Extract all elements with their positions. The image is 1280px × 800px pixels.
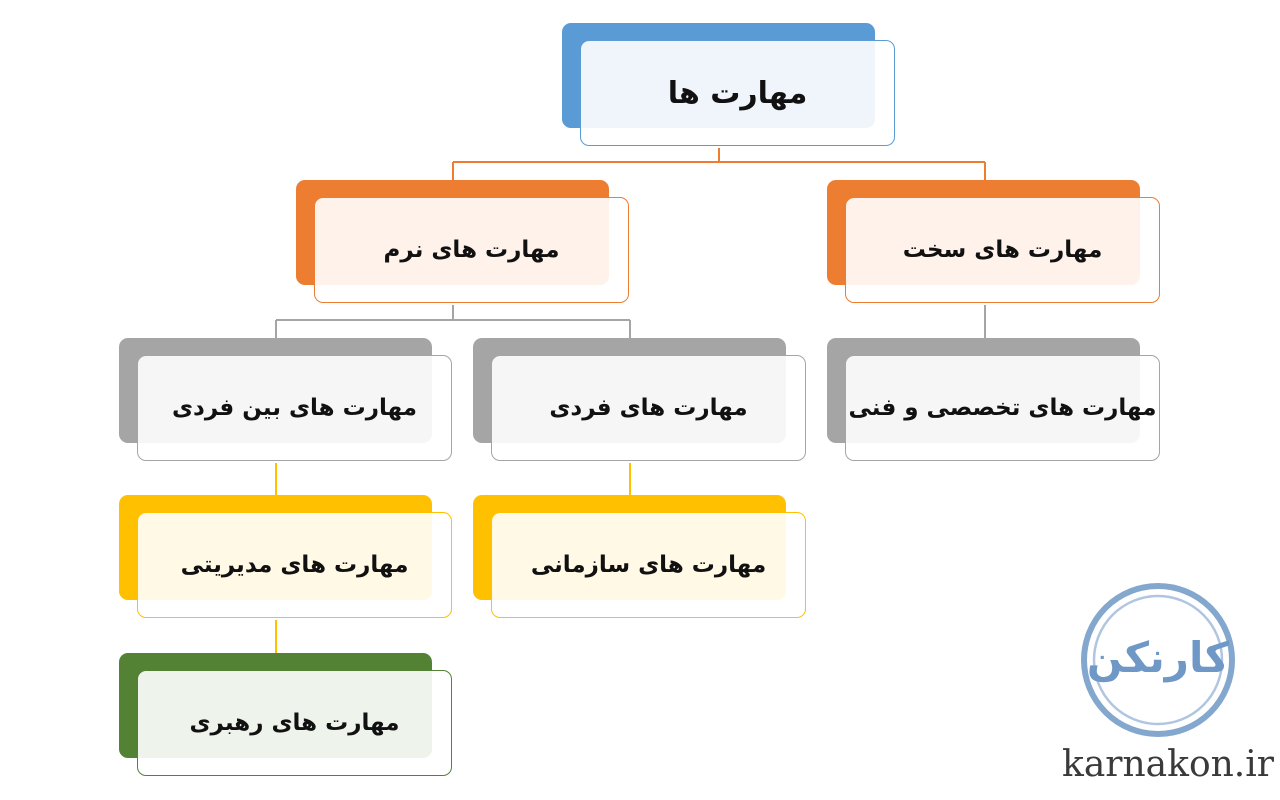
node-box	[314, 197, 629, 303]
node-box	[580, 40, 895, 146]
node-box	[491, 512, 806, 618]
node-label-individual: مهارت های فردی	[549, 395, 748, 421]
node-label-hard: مهارت های سخت	[902, 237, 1103, 263]
node-specialized-skills: مهارت های تخصصی و فنی	[827, 338, 1163, 464]
logo-outer-ring	[1081, 583, 1235, 737]
node-individual-skills: مهارت های فردی	[473, 338, 809, 464]
node-label-specialized: مهارت های تخصصی و فنی	[848, 395, 1157, 421]
node-interpersonal-skills: مهارت های بین فردی	[119, 338, 455, 464]
logo-inner-ring	[1092, 594, 1224, 726]
node-leadership-skills: مهارت های رهبری	[119, 653, 455, 779]
node-box	[491, 355, 806, 461]
node-box	[137, 670, 452, 776]
node-managerial-skills: مهارت های مدیریتی	[119, 495, 455, 621]
node-label-leadership: مهارت های رهبری	[189, 710, 400, 736]
node-soft-skills: مهارت های نرم	[296, 180, 632, 306]
logo-text: کارنکن	[1087, 633, 1230, 683]
node-organizational-skills: مهارت های سازمانی	[473, 495, 809, 621]
site-url: karnakon.ir	[1062, 744, 1274, 785]
connector-root-level2	[452, 148, 986, 180]
node-box	[845, 355, 1160, 461]
node-label-interpersonal: مهارت های بین فردی	[171, 395, 418, 421]
node-label-organizational: مهارت های سازمانی	[530, 552, 767, 578]
node-label-managerial: مهارت های مدیریتی	[180, 552, 409, 578]
node-label-root: مهارت ها	[667, 75, 808, 111]
connector-soft-children	[275, 305, 631, 338]
node-label-soft: مهارت های نرم	[383, 237, 560, 263]
node-skills-root: مهارت ها	[562, 23, 898, 149]
node-hard-skills: مهارت های سخت	[827, 180, 1163, 306]
node-box	[137, 512, 452, 618]
node-box	[137, 355, 452, 461]
karnakon-logo: کارنکن	[1081, 583, 1235, 737]
node-box	[845, 197, 1160, 303]
